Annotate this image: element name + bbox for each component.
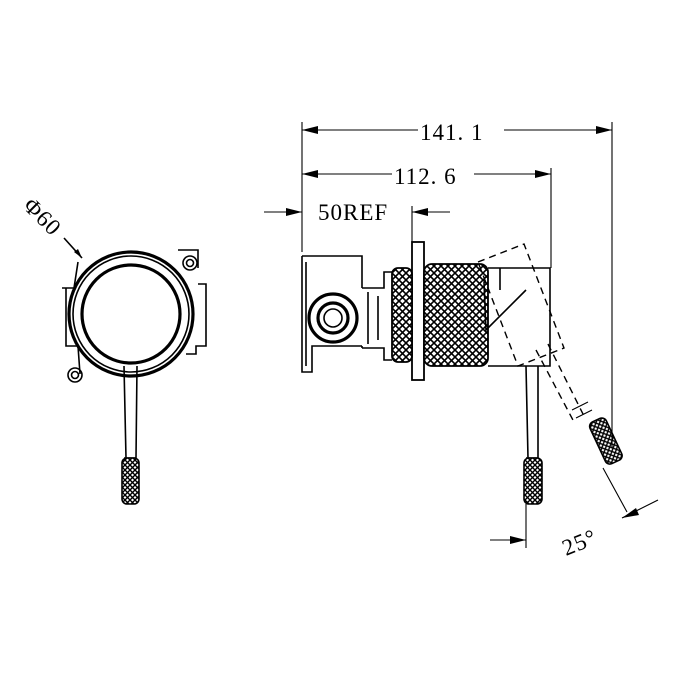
ext-line-angle (602, 467, 628, 513)
inlet-outer (307, 292, 359, 344)
ref-arrow-right (412, 208, 428, 216)
inlet-inner (316, 301, 350, 335)
mount-hole-top (182, 255, 198, 271)
mount-hole-top-inner (185, 258, 195, 268)
overall-arrow-right (596, 126, 612, 134)
handle-cap (488, 267, 551, 367)
body-arrow-right (535, 170, 551, 178)
dimension-lines: 141. 1 112. 6 50REF 25° (264, 120, 659, 561)
wall-flange (411, 241, 425, 381)
rotated-lever-ghost (477, 243, 593, 423)
front-lever-grip (121, 457, 140, 505)
diameter-label: Φ60 (18, 193, 66, 241)
front-view: Φ60 (18, 193, 207, 505)
front-lever (123, 365, 138, 459)
overall-arrow-left (302, 126, 318, 134)
rosette-inner (80, 263, 182, 365)
overall-length-label: 141. 1 (420, 120, 484, 145)
valve-body (362, 271, 392, 361)
angle-arrow (622, 508, 639, 518)
rosette-rim (72, 255, 190, 373)
knurled-handle (423, 263, 489, 367)
rosette-outer (67, 250, 195, 378)
mount-hole-bottom (67, 367, 83, 383)
rotated-lever-grip (588, 417, 623, 465)
inlet-core (323, 308, 343, 328)
ref-length-label: 50REF (318, 200, 388, 225)
ref-arrow-left (286, 208, 302, 216)
wall-bracket (301, 255, 363, 373)
body-length-label: 112. 6 (394, 164, 457, 189)
mount-hole-bottom-inner (70, 370, 80, 380)
diameter-arrow (74, 249, 82, 258)
knurled-collar-left (391, 267, 413, 363)
side-lever-grip (523, 457, 543, 505)
side-view (301, 241, 623, 505)
angle-label: 25° (559, 524, 601, 560)
side-lever (525, 365, 539, 459)
lever-arrow (510, 536, 526, 544)
body-arrow-left (302, 170, 318, 178)
